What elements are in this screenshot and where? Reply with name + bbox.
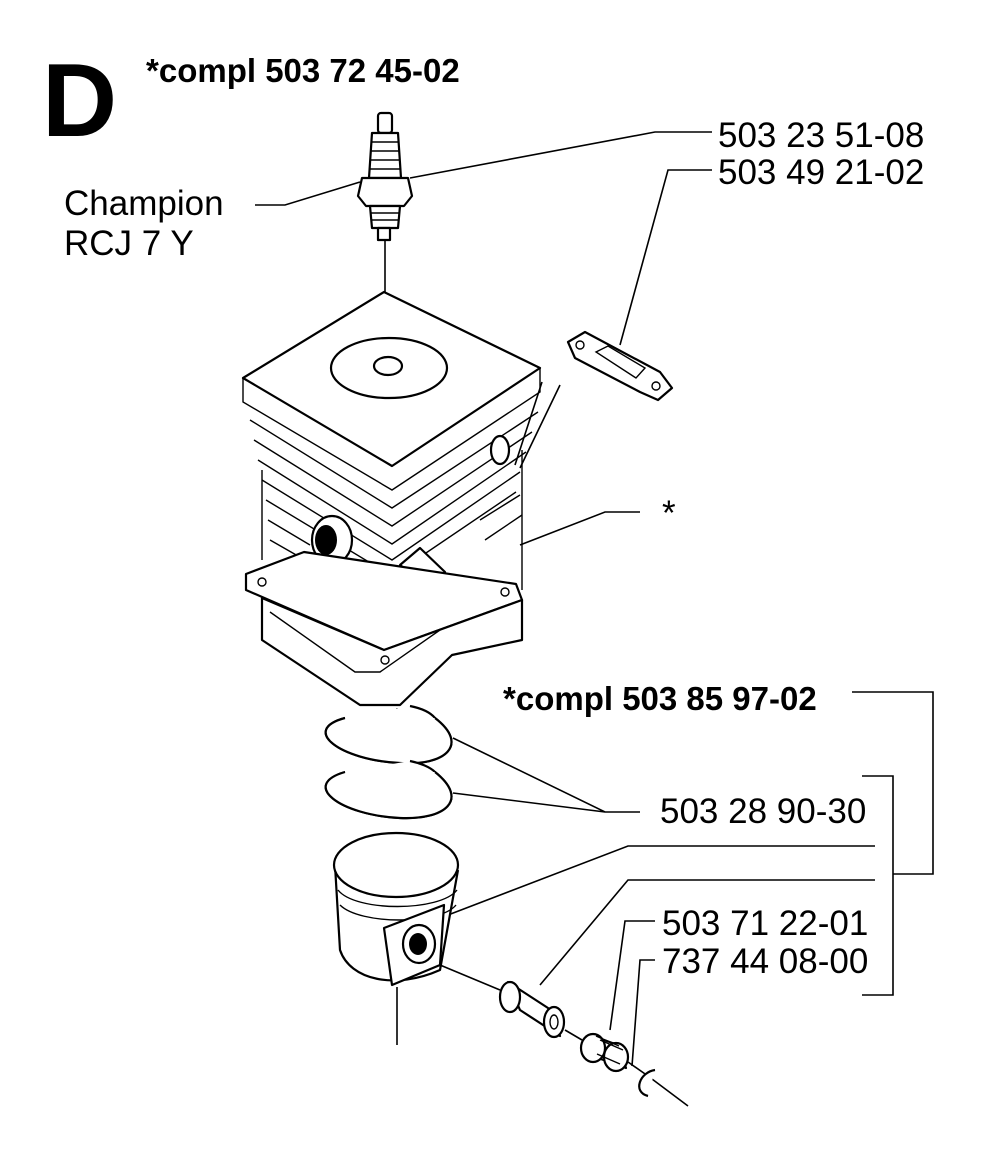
piston [332, 831, 460, 987]
spark-plug-brand: Champion [64, 184, 224, 223]
cylinder [241, 290, 542, 707]
piston-pin [498, 980, 566, 1039]
spark-plug-part-number: 503 23 51-08 [718, 116, 924, 155]
spark-plug [356, 111, 414, 242]
piston-pin-part-number: 503 71 22-01 [662, 904, 868, 943]
cylinder-kit-label: *compl 503 72 45-02 [146, 52, 460, 89]
needle-bearing [579, 1032, 630, 1073]
leader-lines [255, 131, 934, 1107]
piston-rings-part-number: 503 28 90-30 [660, 792, 866, 831]
gasket [566, 330, 674, 402]
section-letter: D [42, 43, 117, 159]
piston-kit-label: *compl 503 85 97-02 [503, 680, 817, 717]
gasket-part-number: 503 49 21-02 [718, 153, 924, 192]
circlip-part-number: 737 44 08-00 [662, 942, 868, 981]
cylinder-asterisk: * [662, 494, 676, 533]
spark-plug-model: RCJ 7 Y [64, 224, 194, 263]
piston-rings [324, 704, 453, 820]
circlip [638, 1068, 656, 1098]
